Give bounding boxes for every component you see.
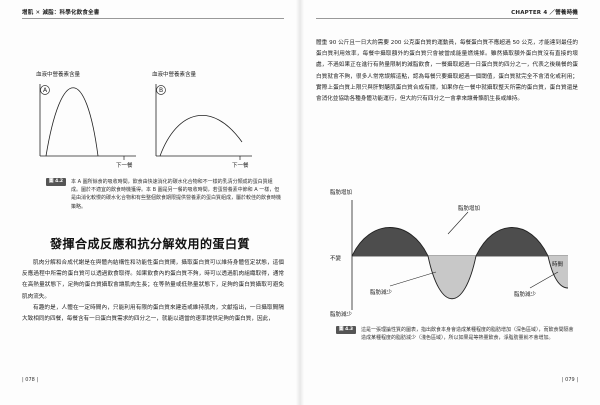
chart-b-letter-circle bbox=[156, 85, 166, 95]
chart-b-xlabel: 下一餐 bbox=[232, 161, 249, 169]
book-spine bbox=[296, 0, 304, 405]
right-running-head: CHAPTER 4 ／營養時機 bbox=[511, 10, 578, 16]
gain-area-2 bbox=[476, 227, 548, 256]
loss-pointer-right bbox=[529, 271, 559, 289]
section-title: 發揮合成反應和抗分解效用的蛋白質 bbox=[50, 237, 251, 251]
gain-area-1 bbox=[352, 227, 428, 256]
left-page-number: | 078 | bbox=[22, 377, 39, 383]
baseline-label: 不變 bbox=[330, 254, 342, 262]
wave-curve bbox=[351, 227, 569, 300]
gain-pointer bbox=[447, 211, 469, 235]
annotation-loss-left: 脂肪減少 bbox=[370, 288, 393, 296]
left-body-paragraph-1: 肌肉分解和合成代謝是在與體內結構性和功能性蛋白質間，攝取蛋白質可以維持身體恆定狀… bbox=[22, 260, 284, 300]
annotation-loss-right: 脂肪減少 bbox=[514, 290, 537, 298]
chart-b-ylabel: 血液中營養素含量 bbox=[152, 70, 197, 78]
chart-a-curve bbox=[45, 87, 99, 157]
loss-pointer-left bbox=[389, 271, 437, 287]
left-body-text: 肌肉分解和合成代謝是在與體內結構性和功能性蛋白質間，攝取蛋白質可以維持身體恆定狀… bbox=[22, 258, 284, 325]
left-body-paragraph-2: 有趣的是，人體在一定時間內，只能利用有限的蛋白質來建造或維持肌肉，文獻指出，一日… bbox=[22, 304, 284, 323]
chart-a-ylabel: 血液中營養素含量 bbox=[36, 70, 81, 78]
figure-4-2-caption: 圖 4.2 本 A 圖所餘食的吸收時間，飲食由快速消化的碳水化合物和不一樣的乳清… bbox=[46, 178, 282, 211]
figure-4-3-caption-text: 這是一張理論性質的圖表，指出飲食本身會造成某種程度的脂肪增加（深色區域），而飲食… bbox=[361, 327, 574, 342]
chart-b-letter: B bbox=[159, 87, 163, 94]
chart-b-curve bbox=[159, 115, 243, 157]
figure-4-3-badge: 圖 4.3 bbox=[336, 326, 357, 334]
left-page bbox=[0, 0, 300, 405]
annotation-gain: 脂肪增加 bbox=[458, 204, 480, 212]
chart-a-letter-circle bbox=[40, 85, 50, 95]
right-page-number: | 079 | bbox=[561, 377, 578, 383]
figure-4-3-caption: 圖 4.3 這是一張理論性質的圖表，指出飲食本身會造成某種程度的脂肪增加（深色區… bbox=[336, 326, 576, 342]
left-header-rule bbox=[22, 18, 284, 19]
y-label-loss-bottom: 脂肪減少 bbox=[330, 310, 353, 318]
chart-b: 血液中營養素含量 B 下一餐 bbox=[152, 70, 252, 169]
y-label-gain-top: 脂肪增加 bbox=[330, 188, 352, 196]
left-running-head: 增肌 ✕ 減脂：科學化飲食全書 bbox=[22, 10, 100, 16]
chart-a-xlabel: 下一餐 bbox=[116, 161, 133, 169]
right-header-rule bbox=[316, 18, 578, 19]
chart-a: 血液中營養素含量 A 下一餐 bbox=[36, 70, 136, 169]
figure-4-2-caption-text: 本 A 圖所餘食的吸收時間，飲食由快速消化的碳水化合物和不一樣的乳清分類成的蛋白… bbox=[71, 179, 282, 210]
figure-4-2-badge: 圖 4.2 bbox=[46, 178, 67, 186]
loss-area-1 bbox=[428, 256, 476, 299]
right-body-text: 體重 90 公斤且一日大約需要 200 公克蛋白質的運動員，每餐蛋白質不應超過 … bbox=[316, 38, 578, 105]
right-page bbox=[300, 0, 600, 405]
right-body-paragraph-1: 體重 90 公斤且一日大約需要 200 公克蛋白質的運動員，每餐蛋白質不應超過 … bbox=[316, 40, 578, 103]
chart-a-letter: A bbox=[43, 87, 48, 94]
x-axis-label: 時間 bbox=[552, 260, 564, 268]
figure-4-3-chart: 脂肪增加 脂肪減少 不變 脂肪增加 脂肪減少 脂肪減少 時間 bbox=[330, 188, 569, 318]
